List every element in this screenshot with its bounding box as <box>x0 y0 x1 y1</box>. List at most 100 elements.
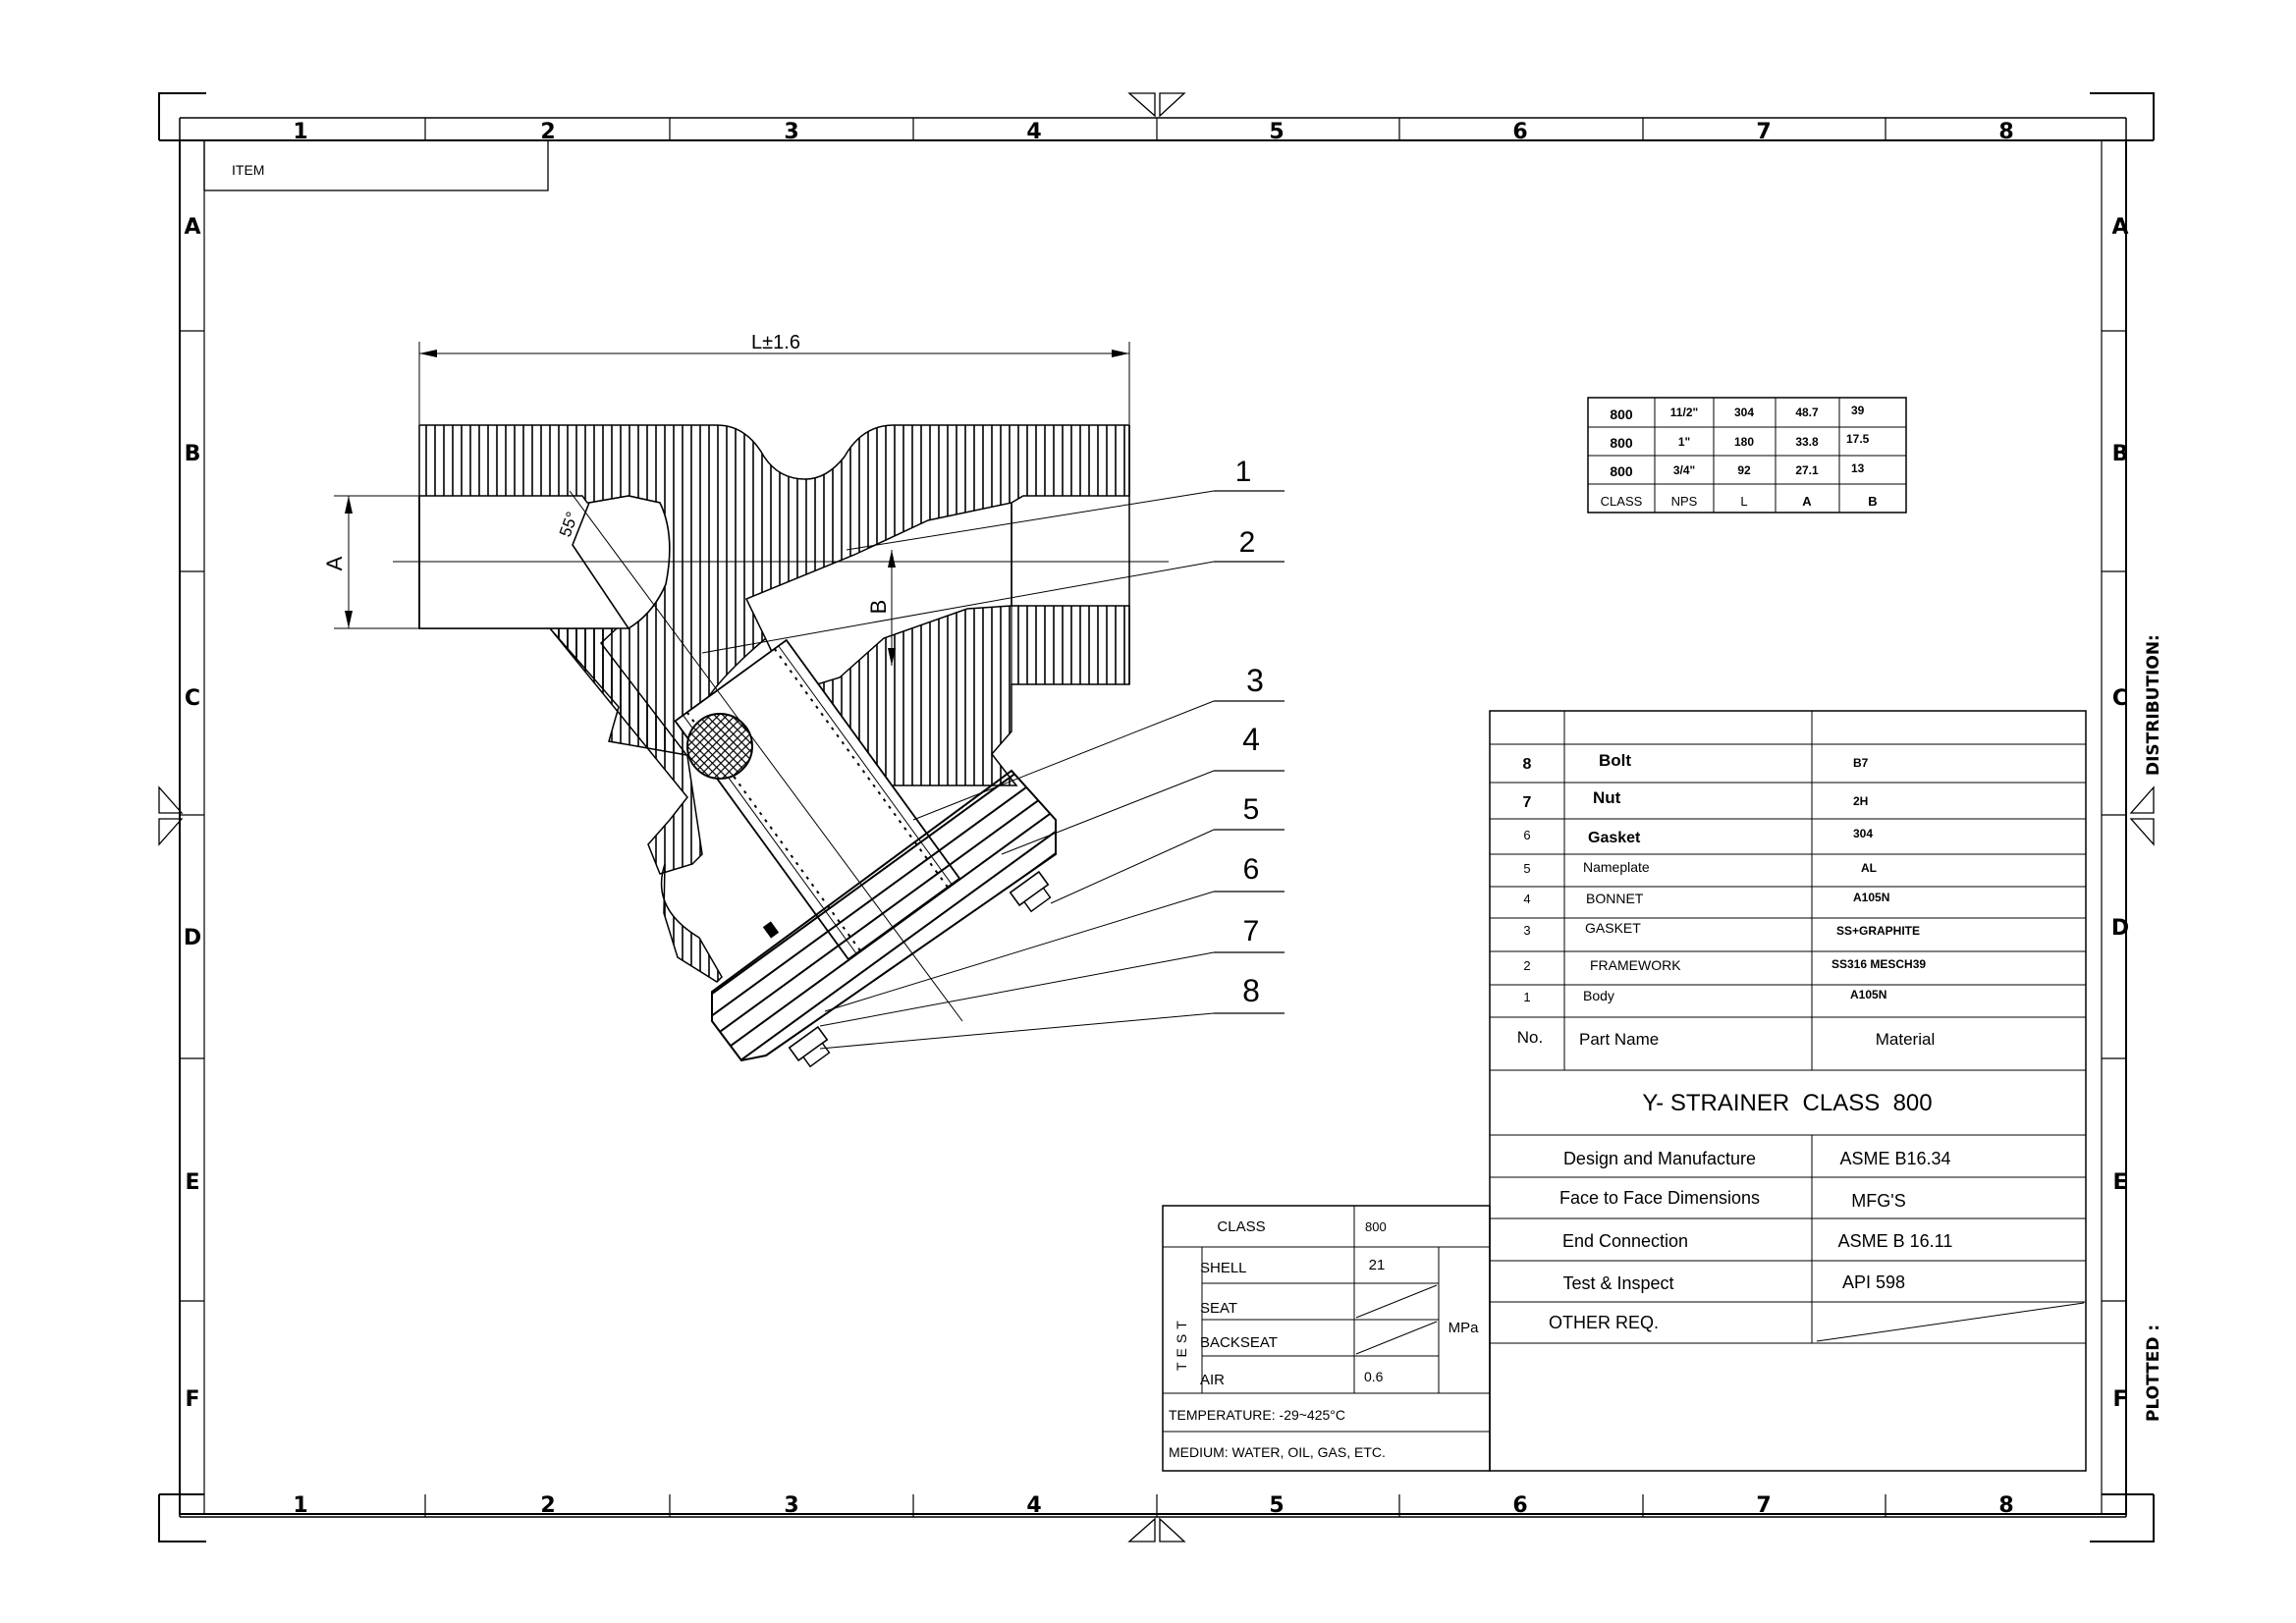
col-label: 8 <box>1998 120 2013 144</box>
temperature-label: TEMPERATURE: -29~425°C <box>1169 1407 1345 1423</box>
test-row-label: SHELL <box>1200 1260 1247 1276</box>
parts-header-name: Part Name <box>1579 1030 1659 1049</box>
gasket-black <box>762 921 780 939</box>
test-row-label: SEAT <box>1200 1300 1237 1317</box>
part-material: B7 <box>1853 756 1869 770</box>
row-label: B <box>2112 442 2129 466</box>
spec-value: ASME B 16.11 <box>1838 1231 1953 1251</box>
part-name: Gasket <box>1588 830 1641 846</box>
spec-label: OTHER REQ. <box>1549 1313 1659 1332</box>
test-class-label: CLASS <box>1217 1218 1265 1235</box>
part-name: FRAMEWORK <box>1590 957 1681 973</box>
dim-cell: 1" <box>1678 435 1690 449</box>
col-label: 4 <box>1026 120 1041 144</box>
part-name: Body <box>1583 988 1614 1003</box>
bolt-bottom <box>788 1025 831 1068</box>
drawing-title: Y- STRAINER CLASS 800 <box>1642 1090 1932 1116</box>
dim-header: A <box>1802 494 1812 509</box>
balloon-1: 1 <box>1235 456 1252 488</box>
part-callouts: 1 2 3 4 5 6 7 8 <box>701 456 1285 1050</box>
dim-header: B <box>1868 494 1877 509</box>
dim-cell: 48.7 <box>1795 406 1819 419</box>
part-no: 5 <box>1523 861 1530 876</box>
distribution-label: DISTRIBUTION: <box>2144 634 2163 776</box>
balloon-6: 6 <box>1243 853 1260 886</box>
part-material: 2H <box>1853 794 1868 808</box>
part-material: A105N <box>1850 988 1886 1001</box>
test-row-value: 0.6 <box>1364 1369 1384 1384</box>
col-label: 5 <box>1269 120 1284 144</box>
spec-value: API 598 <box>1842 1272 1905 1292</box>
balloon-5: 5 <box>1243 793 1260 826</box>
row-label: A <box>2111 215 2128 240</box>
row-label: D <box>2111 916 2129 941</box>
col-label: 6 <box>1512 120 1527 144</box>
row-label: F <box>2112 1387 2127 1412</box>
dimension-table: 800 11/2" 304 48.7 39 800 1" 180 33.8 17… <box>1587 397 1907 514</box>
item-box <box>203 139 549 191</box>
part-name: Nameplate <box>1583 859 1650 875</box>
dim-header: L <box>1740 494 1747 509</box>
strainer-section-view <box>393 424 1169 1068</box>
plotted-label: PLOTTED : <box>2144 1325 2163 1422</box>
dim-cell: 11/2" <box>1670 406 1698 419</box>
test-row-label: BACKSEAT <box>1200 1334 1278 1351</box>
col-label: 7 <box>1756 1493 1771 1518</box>
part-no: 7 <box>1523 794 1532 811</box>
col-label: 7 <box>1756 120 1771 144</box>
test-unit: MPa <box>1449 1320 1480 1336</box>
part-no: 4 <box>1523 892 1530 906</box>
dim-cell: 3/4" <box>1673 463 1695 477</box>
dim-b: B <box>866 600 891 615</box>
test-class-value: 800 <box>1365 1219 1387 1234</box>
row-label: D <box>184 926 201 950</box>
dim-cell: 800 <box>1610 435 1633 451</box>
test-row-label: AIR <box>1200 1372 1225 1388</box>
part-name: Bolt <box>1599 751 1631 770</box>
balloon-4: 4 <box>1242 722 1260 757</box>
dim-cell: 304 <box>1734 406 1754 419</box>
dim-cell: 92 <box>1737 463 1751 477</box>
row-label: E <box>185 1170 199 1195</box>
spec-label: Face to Face Dimensions <box>1559 1188 1760 1208</box>
spec-value: MFG'S <box>1851 1191 1905 1211</box>
dim-cell: 800 <box>1610 406 1633 422</box>
part-name: Nut <box>1593 788 1621 807</box>
part-material: SS+GRAPHITE <box>1836 924 1920 938</box>
col-label: 2 <box>540 1493 555 1518</box>
dim-a: A <box>322 556 347 570</box>
row-label: A <box>184 215 200 240</box>
parts-header-no: No. <box>1517 1028 1543 1047</box>
part-material: SS316 MESCH39 <box>1831 957 1926 971</box>
dim-cell: 800 <box>1610 463 1633 479</box>
spec-label: Design and Manufacture <box>1563 1149 1756 1168</box>
sheet-frame <box>158 92 2155 1542</box>
col-label: 3 <box>784 1493 798 1518</box>
dim-cell: 180 <box>1734 435 1754 449</box>
col-label: 3 <box>784 120 798 144</box>
test-row-value: 21 <box>1369 1257 1386 1273</box>
bolt-top <box>1009 870 1052 913</box>
col-label: 1 <box>293 1493 307 1518</box>
dim-cell: 39 <box>1851 404 1865 417</box>
dim-header: NPS <box>1671 494 1698 509</box>
row-label: E <box>2112 1170 2127 1195</box>
part-no: 2 <box>1523 958 1530 973</box>
item-label: ITEM <box>232 162 264 178</box>
part-material: AL <box>1861 861 1877 875</box>
part-no: 6 <box>1523 828 1530 842</box>
medium-label: MEDIUM: WATER, OIL, GAS, ETC. <box>1169 1444 1386 1460</box>
dim-length: L±1.6 <box>751 332 800 353</box>
dim-cell: 27.1 <box>1795 463 1819 477</box>
spec-value: ASME B16.34 <box>1839 1149 1950 1168</box>
col-label: 1 <box>293 120 307 144</box>
col-label: 2 <box>540 120 555 144</box>
part-no: 8 <box>1523 756 1532 773</box>
part-no: 3 <box>1523 923 1530 938</box>
spec-label: Test & Inspect <box>1562 1273 1673 1293</box>
part-name: BONNET <box>1586 891 1644 906</box>
dim-header: CLASS <box>1601 494 1643 509</box>
test-table: CLASS 800 TEST MPa SHELL 21 SEAT BACKSEA… <box>1162 1205 1491 1472</box>
dim-cell: 13 <box>1851 461 1865 475</box>
balloon-7: 7 <box>1243 915 1260 947</box>
